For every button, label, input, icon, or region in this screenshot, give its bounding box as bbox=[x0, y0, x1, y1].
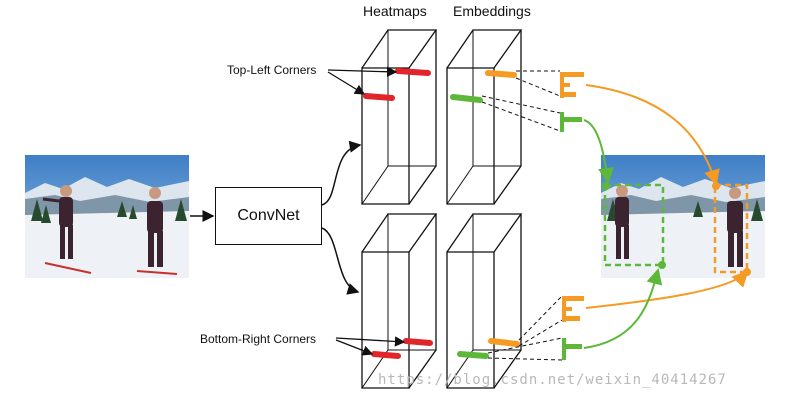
heatmap-bottom-slab bbox=[361, 213, 438, 389]
embed-vector-tl-orange bbox=[560, 72, 584, 98]
orange-corner-dot-br bbox=[743, 268, 751, 276]
convnet-box: ConvNet bbox=[215, 187, 322, 245]
heat-mark-br-1 bbox=[403, 338, 433, 346]
embed-vector-tl-green bbox=[560, 112, 582, 132]
embedding-bottom-slab bbox=[446, 213, 523, 389]
embed-vector-br-green bbox=[562, 338, 582, 360]
embed-mark-tl-orange bbox=[485, 70, 517, 78]
tl-pointer-2 bbox=[327, 71, 366, 95]
embedding-top-slab bbox=[446, 29, 523, 205]
green-corner-dot-tl bbox=[602, 182, 610, 190]
br-pointer-1 bbox=[335, 336, 406, 347]
orange-corner-dot-tl bbox=[712, 182, 720, 190]
heatmaps-header: Heatmaps bbox=[363, 3, 427, 19]
heat-mark-tl-1 bbox=[395, 68, 431, 76]
green-bounding-box bbox=[603, 183, 665, 267]
green-curve-top bbox=[583, 119, 615, 184]
orange-bounding-box bbox=[713, 183, 749, 274]
watermark-text: https://blog.csdn.net/weixin_40414267 bbox=[378, 372, 727, 388]
green-curve-bottom bbox=[583, 268, 663, 349]
input-image bbox=[25, 155, 189, 278]
branch-bottom-arrow bbox=[321, 227, 360, 295]
embed-mark-br-orange bbox=[488, 338, 520, 347]
top-left-corners-label: Top-Left Corners bbox=[227, 63, 317, 77]
orange-curve-top bbox=[585, 84, 720, 186]
embeddings-header: Embeddings bbox=[453, 3, 531, 19]
bottom-right-corners-label: Bottom-Right Corners bbox=[200, 332, 317, 346]
branch-top-arrow bbox=[321, 140, 362, 206]
embed-vector-br-orange bbox=[562, 296, 584, 322]
br-pointer-2 bbox=[335, 339, 374, 356]
orange-curve-bottom bbox=[585, 270, 749, 309]
heat-mark-tl-2 bbox=[363, 93, 395, 101]
tl-pointer-1 bbox=[327, 66, 398, 77]
heatmap-top-slab bbox=[361, 29, 438, 205]
output-image bbox=[601, 155, 765, 278]
green-corner-dot-br bbox=[658, 261, 666, 269]
embed-mark-br-green bbox=[457, 351, 489, 359]
embed-mark-tl-green bbox=[450, 94, 483, 103]
heat-mark-br-2 bbox=[371, 351, 401, 359]
